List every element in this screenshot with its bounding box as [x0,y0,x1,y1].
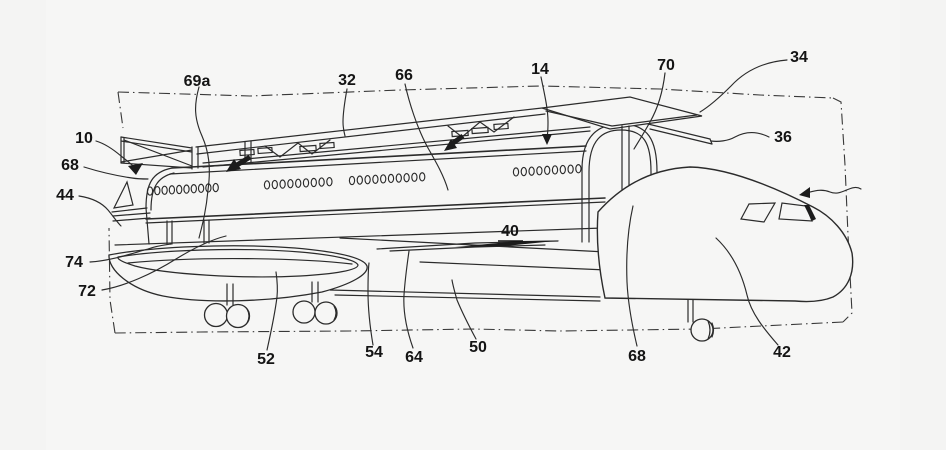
cabin-window [387,173,395,184]
ref-label-40: 40 [501,223,519,240]
cabin-window [395,173,402,183]
ref-label-14: 14 [531,61,549,78]
roof-panel-end-plate [541,96,703,130]
nose-landing-gear [687,299,715,342]
cabin-window [380,174,387,184]
cabin-window [295,178,302,188]
antenna-triangle [111,180,148,213]
far-wing-sliver [376,240,560,252]
cabin-window [326,176,333,187]
cabin-window [372,174,379,184]
ref-label-72: 72 [78,283,96,300]
belly-lines [329,289,601,302]
phantom-boundary [108,85,853,334]
ref-label-68-right: 68 [628,348,646,365]
linkage-mechanism-1 [239,139,335,158]
cabin-window [190,184,197,194]
ref-label-32: 32 [338,72,356,89]
main-landing-gear-right [292,281,338,325]
roof-panel-plank [191,107,591,170]
cabin-window [146,186,154,196]
cabin-window [544,165,551,176]
cabin-window [364,175,371,185]
main-landing-gear-left [203,283,251,329]
motion-arrow-icon [444,133,465,151]
cabin-window [263,180,271,190]
fuselage-barrel [112,145,606,245]
ref-label-66: 66 [395,67,413,84]
cabin-window [302,178,310,188]
cabin-window [287,179,294,189]
ref-label-36: 36 [774,129,792,146]
motion-arrow-icon [226,154,252,172]
ref-label-34: 34 [790,49,808,66]
cabin-window [520,166,527,177]
cabin-window [271,179,278,190]
cabin-window [279,179,286,189]
cabin-window [551,165,559,175]
cabin-window [575,164,582,174]
ref-label-74: 74 [65,254,83,271]
nose-section [596,166,854,303]
cockpit-window-left [740,202,777,223]
cabin-window [318,177,325,187]
cabin-window [411,172,418,182]
cabin-window [403,172,410,183]
cabin-window [154,185,161,196]
ref-label-50: 50 [469,339,487,356]
ref-label-54: 54 [365,344,383,361]
cabin-window [356,175,363,185]
ref-label-69a: 69a [184,73,211,90]
cabin-window [419,172,426,182]
cabin-window [567,164,574,174]
cabin-window [528,166,535,176]
ref-label-10: 10 [75,130,93,147]
cabin-window [536,166,543,176]
cabin-window [512,167,520,177]
wing [108,245,368,302]
cabin-window [176,184,183,195]
cabin-window [197,183,205,194]
cabin-window-row [146,164,582,196]
ref-label-64: 64 [405,349,423,366]
roof-panel-left-wedge [120,136,193,169]
reference-labels: 69a 32 66 14 70 34 36 10 68 44 74 72 52 … [56,49,808,368]
ref-label-68-left: 68 [61,157,79,174]
ref-label-42: 42 [773,344,791,361]
roof-panel-assembly [120,96,703,172]
cockpit-window-frame [804,205,816,221]
cabin-window [161,185,168,195]
ref-label-44: 44 [56,187,74,204]
ref-label-52: 52 [257,351,275,368]
cabin-window [212,182,219,193]
ref-label-70: 70 [657,57,675,74]
cabin-window [559,164,566,175]
cabin-window [348,175,356,186]
cabin-window [168,185,176,195]
cabin-window [183,184,190,194]
leader-lines [78,59,862,351]
direction-arrow-icon [799,187,862,198]
cabin-window [310,177,317,188]
